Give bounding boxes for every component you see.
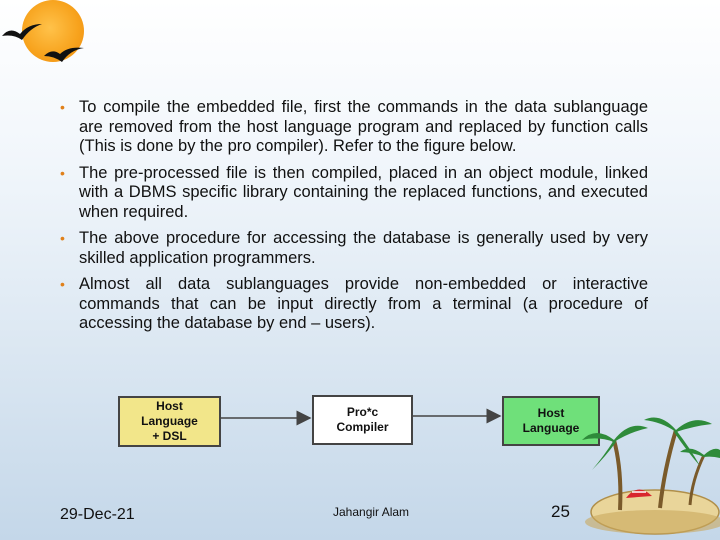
box-line: Language bbox=[141, 414, 198, 428]
bullet-list: • To compile the embedded file, first th… bbox=[60, 98, 648, 341]
page-number: 25 bbox=[551, 502, 570, 521]
footer-author: Jahangir Alam bbox=[333, 505, 410, 519]
proc-compiler-box: Pro*c Compiler bbox=[312, 395, 413, 445]
bullet-text: Almost all data sublanguages provide non… bbox=[79, 275, 648, 332]
bullet-text: The above procedure for accessing the da… bbox=[79, 229, 648, 267]
bullet-item: • The pre-processed file is then compile… bbox=[60, 164, 648, 223]
bullet-icon: • bbox=[60, 230, 65, 246]
host-language-dsl-box: Host Language + DSL bbox=[118, 396, 221, 447]
box-line: Language bbox=[522, 421, 580, 435]
bullet-item: • To compile the embedded file, first th… bbox=[60, 98, 648, 157]
box-line: Host bbox=[537, 406, 565, 420]
box-line: + DSL bbox=[152, 429, 187, 443]
birds-icon bbox=[2, 24, 84, 62]
bullet-text: To compile the embedded file, first the … bbox=[79, 98, 648, 155]
bullet-icon: • bbox=[60, 164, 65, 181]
bullet-item: • Almost all data sublanguages provide n… bbox=[60, 275, 648, 334]
bullet-icon: • bbox=[60, 276, 65, 292]
bullet-text: The pre-processed file is then compiled,… bbox=[79, 163, 648, 221]
bullet-icon: • bbox=[60, 99, 65, 115]
box-line: Pro*c bbox=[346, 405, 379, 419]
box-line: Host bbox=[156, 399, 183, 413]
host-language-box: Host Language bbox=[502, 396, 600, 446]
footer-date: 29-Dec-21 bbox=[60, 506, 135, 523]
box-line: Compiler bbox=[336, 420, 389, 434]
bullet-item: • The above procedure for accessing the … bbox=[60, 229, 648, 268]
